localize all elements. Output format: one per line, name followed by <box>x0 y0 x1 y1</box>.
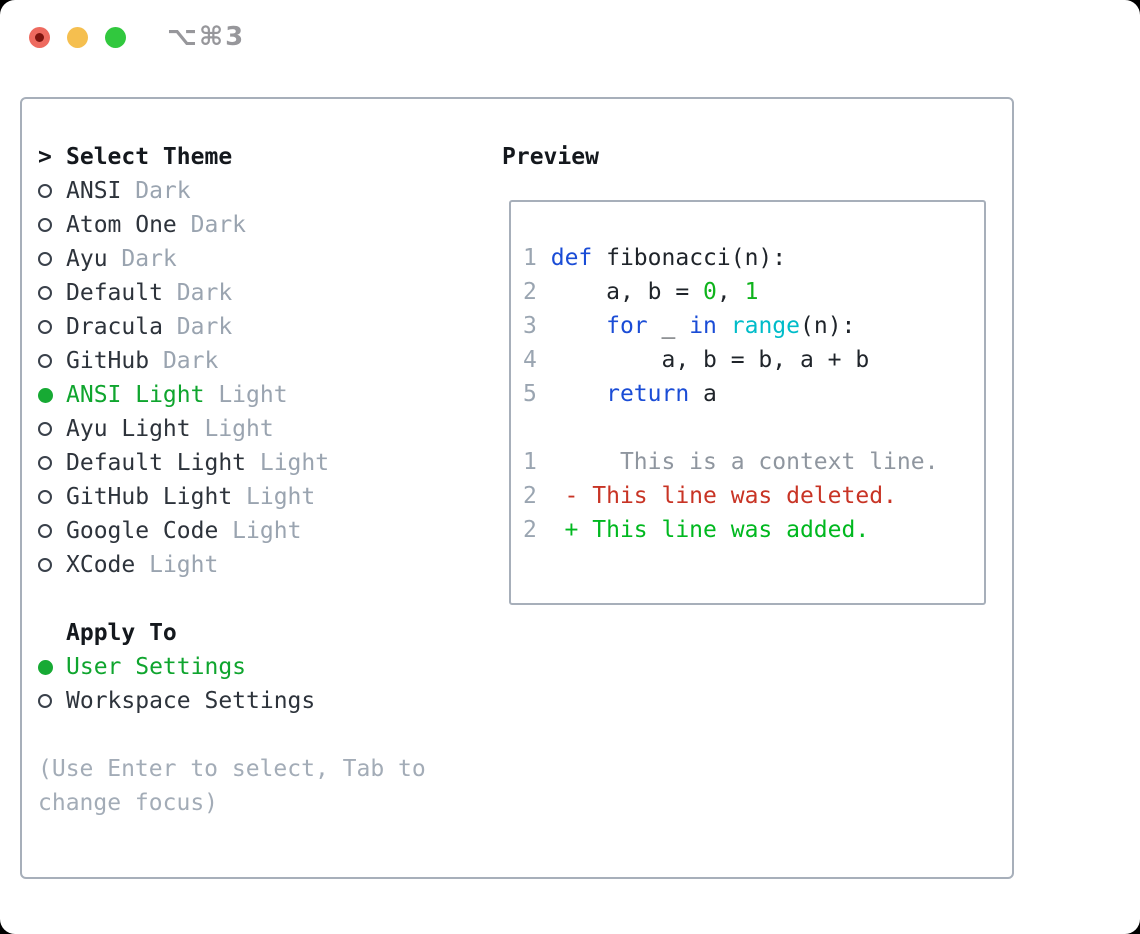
apply-to-option-label: Workspace Settings <box>66 688 316 714</box>
apply-to-option-user-settings[interactable]: User Settings <box>38 650 426 684</box>
theme-name: GitHub <box>66 348 150 374</box>
theme-option-xcode[interactable]: XCode Light <box>38 548 426 582</box>
theme-option-ansi[interactable]: ANSI Dark <box>38 174 426 208</box>
radio-unselected-icon <box>38 310 66 344</box>
close-dot-icon <box>35 33 44 42</box>
radio-unselected-icon <box>38 242 66 276</box>
theme-option-ansi-light[interactable]: ANSI Light Light <box>38 378 426 412</box>
code-line: 4 a, b = b, a + b <box>523 347 870 373</box>
diff-line-context: 1 This is a context line. <box>523 449 939 475</box>
theme-name: Ayu Light <box>66 416 191 442</box>
radio-selected-icon <box>38 378 66 412</box>
line-number: 1 <box>523 449 537 475</box>
theme-option-google-code[interactable]: Google Code Light <box>38 514 426 548</box>
theme-option-default[interactable]: Default Dark <box>38 276 426 310</box>
radio-unselected-icon <box>38 276 66 310</box>
radio-unselected-icon <box>38 174 66 208</box>
apply-to-indent <box>38 616 66 650</box>
select-theme-header: > Select Theme <box>38 140 426 174</box>
line-number: 5 <box>523 381 537 407</box>
theme-variant-label: Light <box>218 518 302 544</box>
radio-unselected-icon <box>38 514 66 548</box>
apply-to-title: Apply To <box>66 620 177 646</box>
code-line: 5 return a <box>523 381 717 407</box>
diff-line-added: 2 + This line was added. <box>523 517 870 543</box>
theme-variant-label: Dark <box>107 246 177 272</box>
apply-to-option-workspace-settings[interactable]: Workspace Settings <box>38 684 426 718</box>
theme-option-github-light[interactable]: GitHub Light Light <box>38 480 426 514</box>
theme-variant-label: Light <box>135 552 219 578</box>
preview-title: Preview <box>502 144 599 170</box>
theme-name: XCode <box>66 552 136 578</box>
preview-header: Preview <box>502 140 599 174</box>
theme-option-ayu-light[interactable]: Ayu Light Light <box>38 412 426 446</box>
theme-variant-label: Light <box>190 416 274 442</box>
theme-option-dracula[interactable]: Dracula Dark <box>38 310 426 344</box>
line-number: 2 <box>523 483 537 509</box>
theme-option-github[interactable]: GitHub Dark <box>38 344 426 378</box>
radio-unselected-icon <box>38 446 66 480</box>
minimize-button[interactable] <box>67 27 88 48</box>
theme-name: Google Code <box>66 518 219 544</box>
radio-unselected-icon <box>38 208 66 242</box>
radio-unselected-icon <box>38 412 66 446</box>
help-text: (Use Enter to select, Tab to change focu… <box>38 756 426 816</box>
line-number: 2 <box>523 279 537 305</box>
theme-option-atom-one[interactable]: Atom One Dark <box>38 208 426 242</box>
diff-line-deleted: 2 - This line was deleted. <box>523 483 897 509</box>
radio-unselected-icon <box>38 344 66 378</box>
theme-name: GitHub Light <box>66 484 233 510</box>
theme-variant-label: Light <box>232 484 316 510</box>
theme-name: Dracula <box>66 314 163 340</box>
select-theme-title: Select Theme <box>66 144 233 170</box>
spacer <box>38 718 426 752</box>
theme-variant-label: Dark <box>149 348 219 374</box>
focus-caret-icon: > <box>38 144 52 170</box>
theme-variant-label: Light <box>246 450 330 476</box>
theme-option-default-light[interactable]: Default Light Light <box>38 446 426 480</box>
theme-variant-label: Dark <box>121 178 191 204</box>
apply-to-header: Apply To <box>38 616 426 650</box>
theme-variant-label: Light <box>204 382 288 408</box>
theme-variant-label: Dark <box>176 212 247 238</box>
radio-unselected-icon <box>38 684 66 718</box>
theme-name: Ayu <box>66 246 108 272</box>
line-number: 3 <box>523 313 537 339</box>
line-number: 2 <box>523 517 537 543</box>
theme-name: Default <box>66 280 163 306</box>
theme-variant-label: Dark <box>162 280 233 306</box>
code-line: 2 a, b = 0, 1 <box>523 279 759 305</box>
blank-line <box>523 411 984 445</box>
code-line: 1 def fibonacci(n): <box>523 245 787 271</box>
theme-name: ANSI Light <box>66 382 205 408</box>
close-button[interactable] <box>29 27 50 48</box>
theme-name: Default Light <box>66 450 247 476</box>
radio-selected-icon <box>38 650 66 684</box>
window-title: ⌥⌘3 <box>167 22 246 52</box>
code-line: 3 for _ in range(n): <box>523 313 856 339</box>
line-number: 1 <box>523 245 537 271</box>
spacer <box>38 582 426 616</box>
apply-to-option-label: User Settings <box>66 654 247 680</box>
window-titlebar: ⌥⌘3 <box>0 0 1140 75</box>
theme-variant-label: Dark <box>162 314 233 340</box>
radio-unselected-icon <box>38 548 66 582</box>
theme-name: ANSI <box>66 178 122 204</box>
theme-option-ayu[interactable]: Ayu Dark <box>38 242 426 276</box>
theme-name: Atom One <box>66 212 177 238</box>
radio-unselected-icon <box>38 480 66 514</box>
zoom-button[interactable] <box>105 27 126 48</box>
line-number: 4 <box>523 347 537 373</box>
preview-pane: 1 def fibonacci(n): 2 a, b = 0, 1 3 for _ … <box>509 200 986 605</box>
